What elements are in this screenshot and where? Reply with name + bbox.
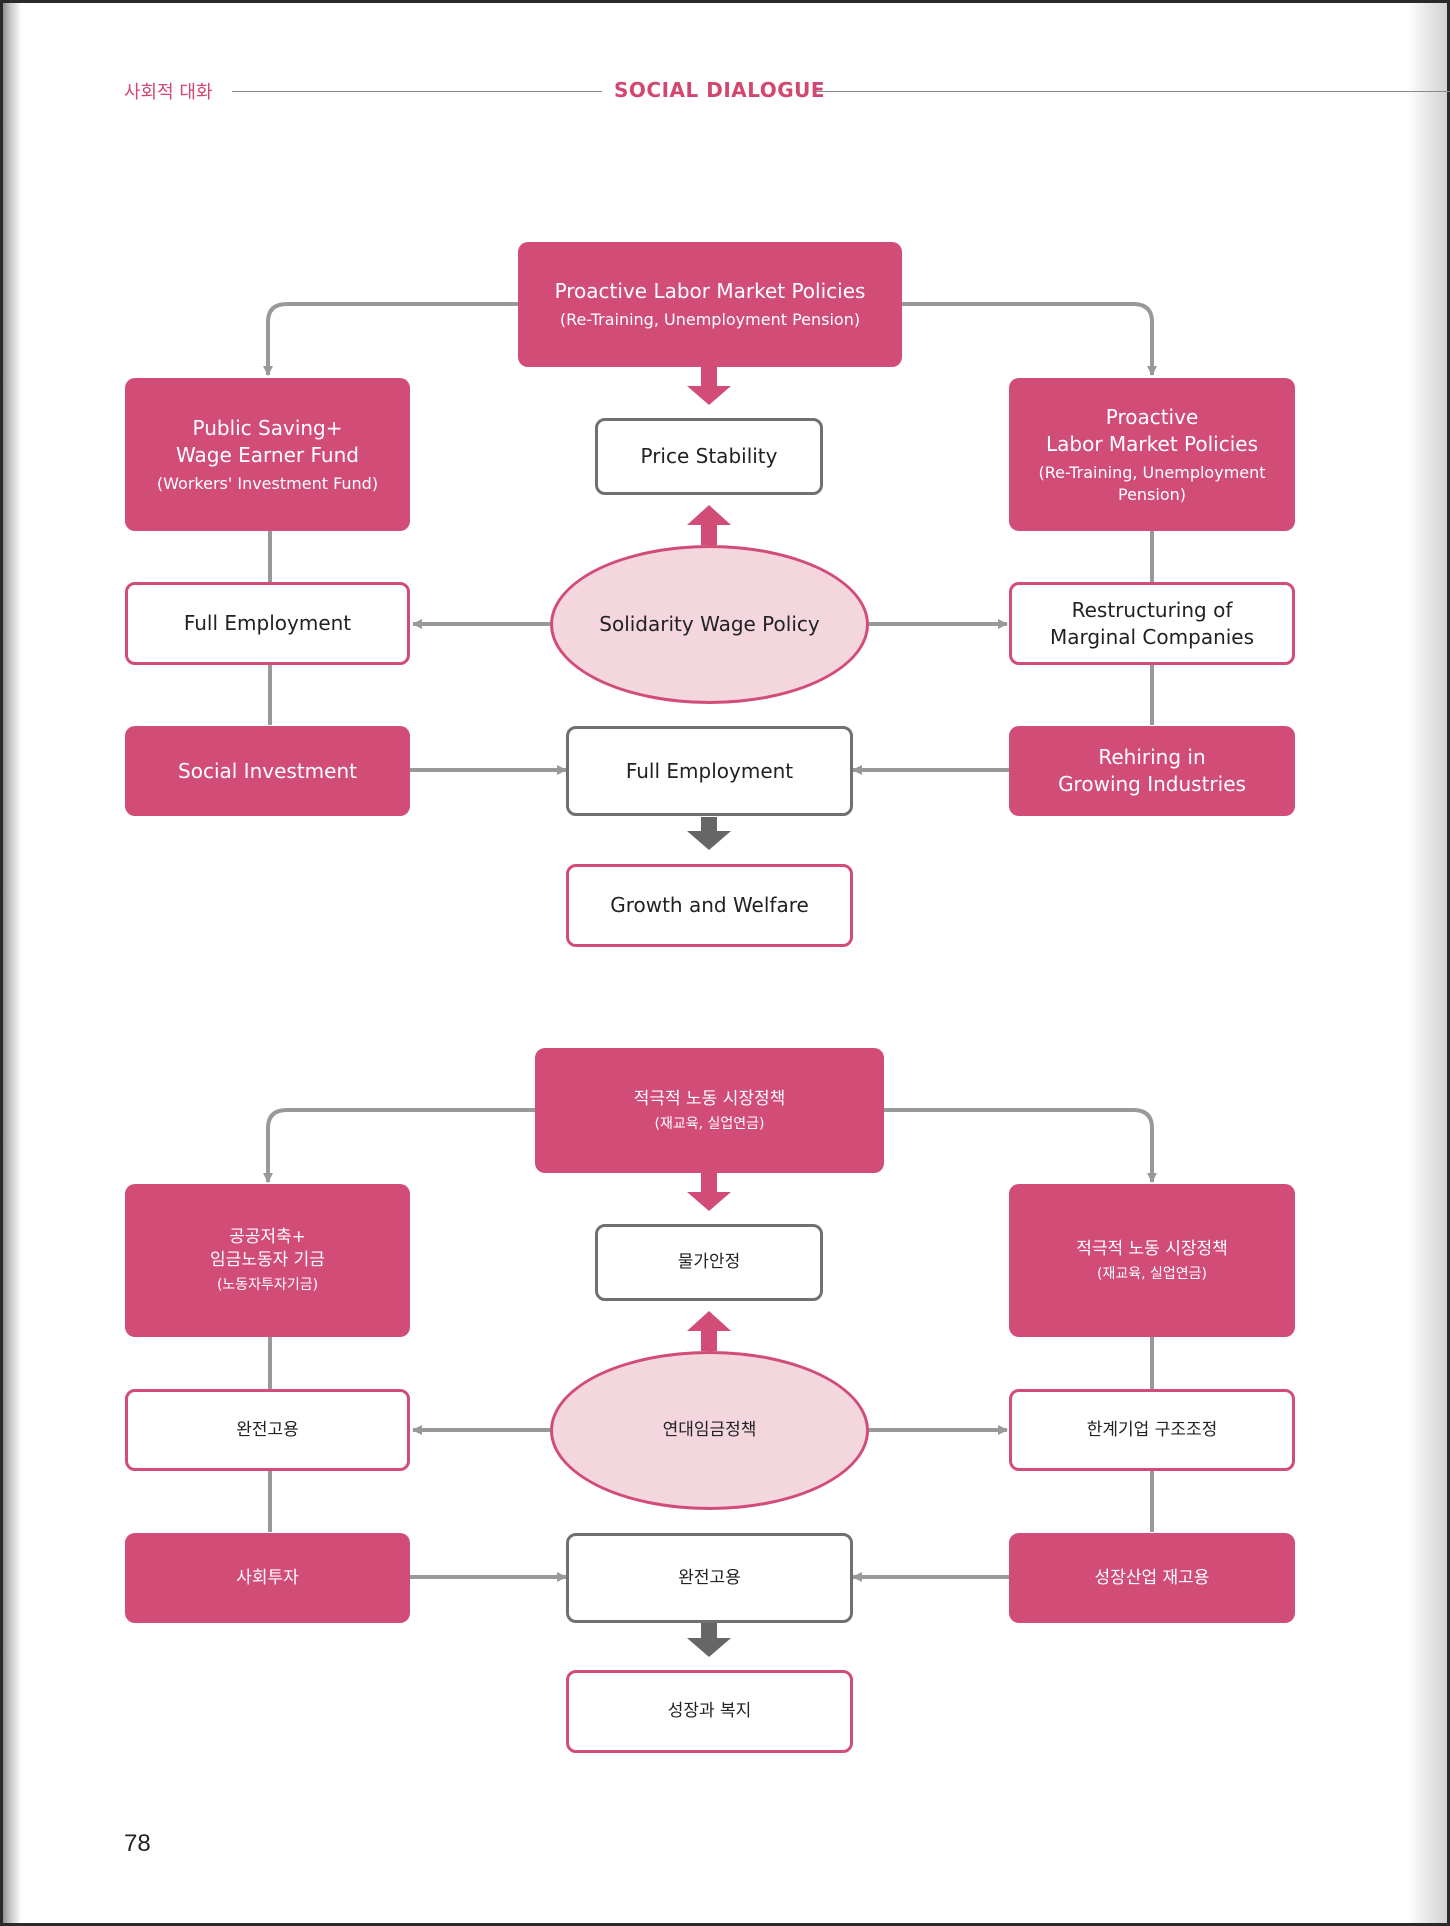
node-full-employment-center: Full Employment (566, 726, 853, 816)
node-rehiring-line1: Rehiring in (1098, 745, 1206, 769)
node-growth-welfare: Growth and Welfare (566, 864, 853, 947)
ko-node-top-sub: (재교육, 실업연금) (654, 1115, 765, 1132)
ko-node-public-saving: 공공저축+ 임금노동자 기금 (노동자투자기금) (125, 1184, 410, 1337)
ko-node-restructuring-label: 한계기업 구조조정 (1086, 1419, 1218, 1440)
node-rehiring-line2: Growing Industries (1058, 772, 1246, 796)
ko-node-social-investment: 사회투자 (125, 1533, 410, 1623)
ko-node-growth-welfare: 성장과 복지 (566, 1670, 853, 1753)
node-top-sub: (Re-Training, Unemployment Pension) (559, 310, 861, 330)
header-rule-left (232, 91, 602, 92)
ko-connector-top-left (263, 1108, 535, 1183)
ko-node-growth-welfare-label: 성장과 복지 (667, 1701, 752, 1722)
ko-node-rehiring: 성장산업 재고용 (1009, 1533, 1295, 1623)
ko-connector-top-right (884, 1108, 1157, 1183)
ko-bold-arrow-down-to-price (687, 1173, 731, 1211)
node-top-title: Proactive Labor Market Policies (554, 279, 866, 304)
ko-node-price-stability: 물가안정 (595, 1224, 823, 1301)
node-rehiring: Rehiring in Growing Industries (1009, 726, 1295, 816)
ko-node-solidarity-wage: 연대임금정책 (550, 1351, 869, 1510)
header-rule-right (815, 91, 1450, 92)
node-public-saving: Public Saving+ Wage Earner Fund (Workers… (125, 378, 410, 531)
ko-node-right-policies-sub: (재교육, 실업연금) (1097, 1265, 1207, 1282)
node-price-stability: Price Stability (595, 418, 823, 495)
ko-node-public-saving-line1: 공공저축+ (229, 1227, 306, 1248)
node-right-policies-sub2: Pension) (1117, 484, 1186, 504)
node-right-policies: Proactive Labor Market Policies (Re-Trai… (1009, 378, 1295, 531)
ko-node-full-employment-left-label: 완전고용 (236, 1419, 299, 1440)
node-growth-welfare-label: Growth and Welfare (610, 893, 809, 917)
node-restructuring-line1: Restructuring of (1071, 597, 1233, 622)
connector-top-right (902, 302, 1157, 376)
page-number: 78 (124, 1830, 151, 1857)
bold-arrows-korean (687, 1173, 731, 1657)
node-social-investment: Social Investment (125, 726, 410, 816)
node-full-employment-left: Full Employment (125, 582, 410, 665)
ko-node-top-title: 적극적 노동 시장정책 (633, 1088, 786, 1109)
node-full-employment-center-label: Full Employment (625, 758, 794, 783)
node-restructuring: Restructuring of Marginal Companies (1009, 582, 1295, 665)
node-right-policies-line2: Labor Market Policies (1046, 431, 1258, 456)
connector-top-left (263, 302, 518, 376)
node-top-policies: Proactive Labor Market Policies (Re-Trai… (518, 242, 902, 367)
ko-node-full-employment-center: 완전고용 (566, 1533, 853, 1623)
bold-arrow-down-to-result (687, 817, 731, 850)
node-public-saving-sub: (Workers' Investment Fund) (156, 473, 379, 493)
header-section-korean: 사회적 대화 (124, 82, 213, 103)
page-edge-shadow (1407, 3, 1447, 1923)
ko-node-full-employment-left: 완전고용 (125, 1389, 410, 1471)
bold-arrow-up-to-price (687, 505, 731, 545)
node-right-policies-sub1: (Re-Training, Unemployment (1038, 462, 1266, 482)
ko-node-right-policies: 적극적 노동 시장정책 (재교육, 실업연금) (1009, 1184, 1295, 1337)
ko-node-public-saving-line2: 임금노동자 기금 (210, 1250, 325, 1271)
ko-bold-arrow-down-to-result (687, 1623, 731, 1657)
ko-node-top-policies: 적극적 노동 시장정책 (재교육, 실업연금) (535, 1048, 884, 1173)
node-public-saving-line2: Wage Earner Fund (176, 442, 359, 467)
node-social-investment-label: Social Investment (178, 758, 357, 783)
ko-node-full-employment-center-label: 완전고용 (678, 1567, 741, 1588)
ko-node-solidarity-wage-label: 연대임금정책 (662, 1420, 757, 1441)
ko-node-public-saving-sub: (노동자투자기금) (216, 1276, 319, 1293)
ko-bold-arrow-up-to-price (687, 1311, 731, 1351)
node-full-employment-left-label: Full Employment (183, 611, 352, 635)
node-solidarity-wage-label: Solidarity Wage Policy (599, 612, 820, 636)
book-binding (3, 3, 21, 1923)
bold-arrow-down-to-price (687, 367, 731, 405)
node-solidarity-wage: Solidarity Wage Policy (550, 545, 869, 704)
ko-node-price-stability-label: 물가안정 (677, 1252, 741, 1273)
node-public-saving-line1: Public Saving+ (192, 415, 343, 440)
node-right-policies-line1: Proactive (1105, 404, 1199, 429)
header-section-title: SOCIAL DIALOGUE (614, 78, 826, 102)
bold-arrows-english (687, 367, 731, 850)
ko-node-restructuring: 한계기업 구조조정 (1009, 1389, 1295, 1471)
ko-node-rehiring-label: 성장산업 재고용 (1094, 1567, 1210, 1588)
ko-node-right-policies-title: 적극적 노동 시장정책 (1076, 1238, 1228, 1259)
node-price-stability-label: Price Stability (640, 444, 778, 468)
ko-node-social-investment-label: 사회투자 (236, 1567, 299, 1588)
node-restructuring-line2: Marginal Companies (1049, 624, 1255, 649)
